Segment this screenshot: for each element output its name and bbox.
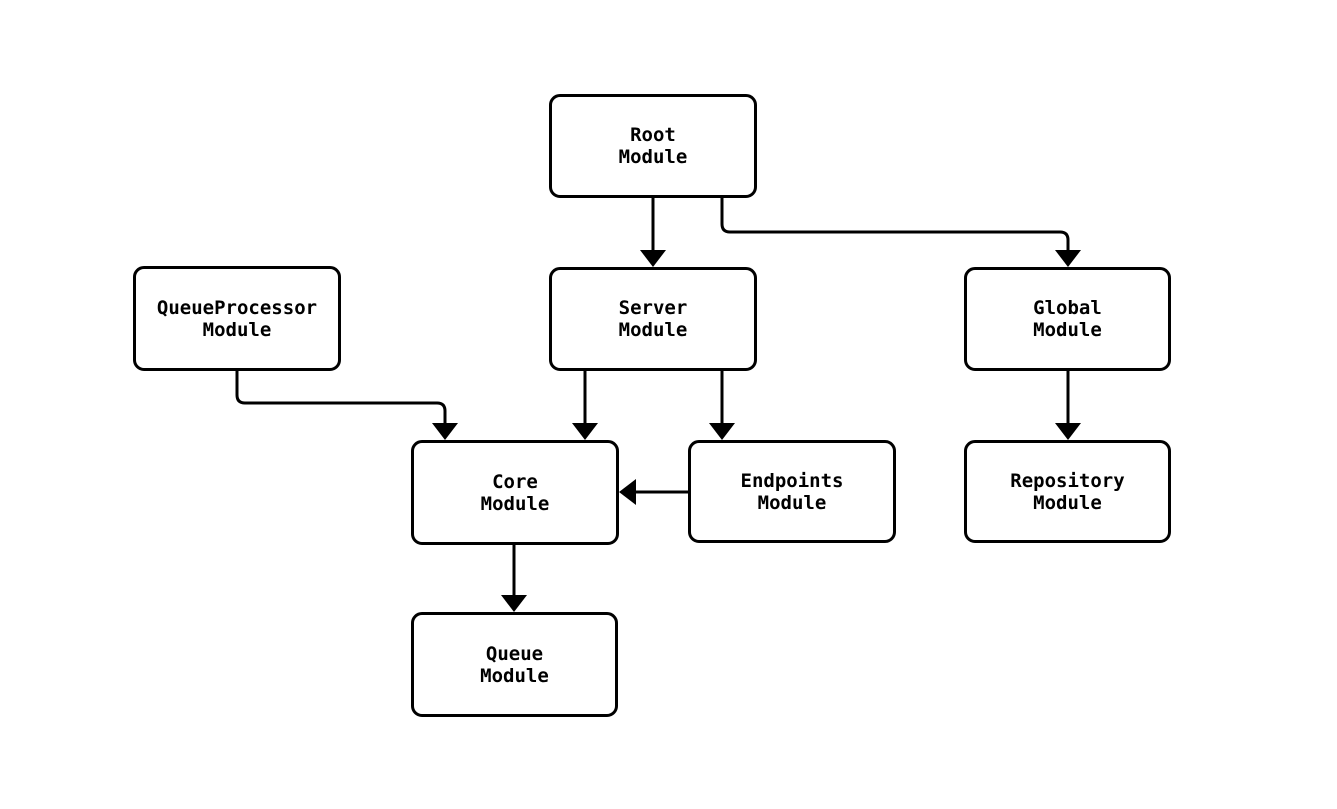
node-queue: Queue Module <box>411 612 618 717</box>
arrowhead-server-to-core <box>572 423 598 440</box>
node-root: Root Module <box>549 94 757 198</box>
node-queueprocessor: QueueProcessor Module <box>133 266 341 371</box>
edge-root-to-global <box>720 198 1070 254</box>
node-label: Core Module <box>480 470 550 515</box>
arrowhead-global-to-repository <box>1055 423 1081 440</box>
arrowhead-queueprocessor-to-core <box>432 423 458 440</box>
node-label: Endpoints Module <box>740 469 844 514</box>
node-endpoints: Endpoints Module <box>688 440 896 543</box>
node-repository: Repository Module <box>964 440 1171 543</box>
node-label: Root Module <box>618 124 688 168</box>
arrowhead-server-to-endpoints <box>709 423 735 440</box>
node-label: Repository Module <box>1010 469 1125 514</box>
node-server: Server Module <box>549 267 757 371</box>
arrowhead-endpoints-to-core <box>619 479 636 505</box>
arrowhead-core-to-queue <box>501 595 527 612</box>
edge-queueprocessor-to-core <box>235 371 447 427</box>
node-core: Core Module <box>411 440 619 545</box>
node-label: Global Module <box>1033 297 1102 341</box>
arrowhead-root-to-server <box>640 250 666 267</box>
arrowhead-root-to-global <box>1055 250 1081 267</box>
node-global: Global Module <box>964 267 1171 371</box>
node-label: Server Module <box>618 297 688 341</box>
node-label: Queue Module <box>480 642 549 687</box>
node-label: QueueProcessor Module <box>156 296 318 341</box>
